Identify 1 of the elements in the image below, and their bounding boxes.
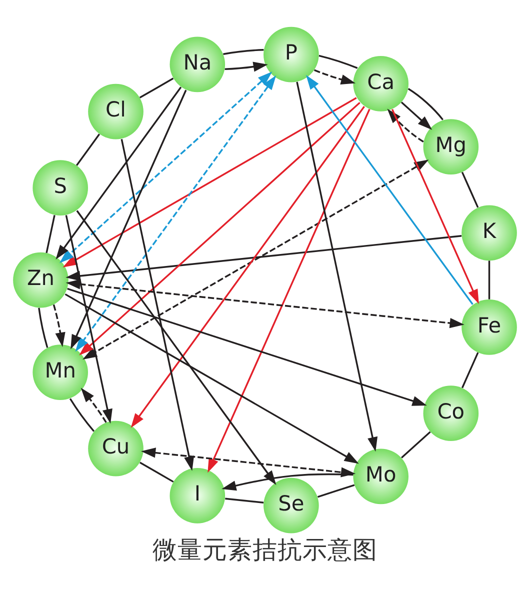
caption: 微量元素拮抗示意图 [152,534,378,564]
